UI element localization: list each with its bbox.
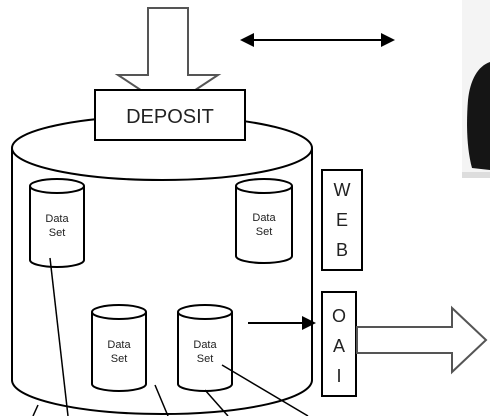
dataset-to-oai-arrow xyxy=(248,316,316,330)
dataset-label: Data xyxy=(252,212,276,224)
dataset-top-left: Data Set xyxy=(29,178,85,268)
cropped-photo xyxy=(462,0,490,178)
web-box: W E B xyxy=(321,169,363,271)
dataset-label: Data xyxy=(107,339,131,351)
web-letter-b: B xyxy=(336,240,348,260)
dataset-label: Data xyxy=(45,213,69,225)
dataset-label: Set xyxy=(197,353,214,365)
double-arrow xyxy=(240,33,395,47)
deposit-box: DEPOSIT xyxy=(94,89,246,141)
dataset-label: Data xyxy=(193,339,217,351)
export-arrow xyxy=(356,305,488,375)
dataset-top-right: Data Set xyxy=(235,178,293,264)
web-letter-e: E xyxy=(336,210,348,230)
dataset-bottom-left: Data Set xyxy=(91,304,147,392)
connector-lines xyxy=(32,257,309,416)
oai-box: O A I xyxy=(321,291,357,397)
dataset-bottom-right: Data Set xyxy=(177,304,233,392)
web-letter-w: W xyxy=(334,180,351,200)
dataset-label: Set xyxy=(256,226,273,238)
deposit-label: DEPOSIT xyxy=(126,106,214,128)
oai-letter-a: A xyxy=(333,336,345,356)
dataset-label: Set xyxy=(49,227,66,239)
dataset-label: Set xyxy=(111,353,128,365)
oai-letter-o: O xyxy=(332,306,346,326)
oai-letter-i: I xyxy=(336,366,341,386)
